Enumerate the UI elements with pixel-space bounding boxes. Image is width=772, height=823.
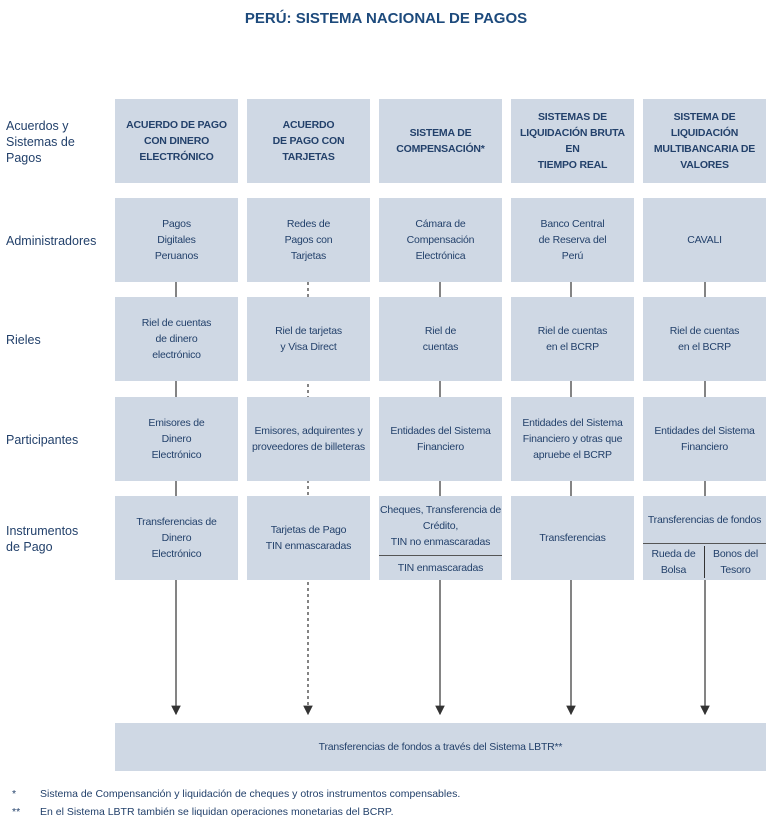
participantes-box: Emisores de Dinero Electrónico <box>115 397 238 481</box>
row-label-participantes: Participantes <box>6 433 79 447</box>
instrumentos-box: Transferencias <box>511 496 634 580</box>
footnote-1: * Sistema de Compensanción y liquidación … <box>12 788 460 800</box>
instrumentos-top: Transferencias de fondos <box>643 496 766 544</box>
header-valores: SISTEMA DE LIQUIDACIÓN MULTIBANCARIA DE … <box>643 99 766 183</box>
admin-box: CAVALI <box>643 198 766 282</box>
instrumentos-bottom: TIN enmascaradas <box>397 562 484 574</box>
footnote-2: ** En el Sistema LBTR también se liquidan… <box>12 806 394 818</box>
riel-box: Riel de cuentas en el BCRP <box>643 297 766 381</box>
header-tarjetas: ACUERDO DE PAGO CON TARJETAS <box>247 99 370 183</box>
instrumentos-right: Bonos del Tesoro <box>713 548 758 576</box>
participantes-box: Entidades del Sistema Financiero y otras… <box>511 397 634 481</box>
footnote-text: Sistema de Compensanción y liquidación d… <box>40 788 461 800</box>
instrumentos-box: Tarjetas de Pago TIN enmascaradas <box>247 496 370 580</box>
instrumentos-box: Cheques, Transferencia de Crédito, TIN n… <box>379 496 502 580</box>
participantes-box: Entidades del Sistema Financiero <box>643 397 766 481</box>
riel-box: Riel de cuentas en el BCRP <box>511 297 634 381</box>
riel-box: Riel de tarjetas y Visa Direct <box>247 297 370 381</box>
row-label-rieles: Rieles <box>6 333 41 347</box>
footnote-mark: ** <box>12 806 21 818</box>
admin-box: Cámara de Compensación Electrónica <box>379 198 502 282</box>
instrumentos-split: Rueda de Bolsa Bonos del Tesoro <box>643 544 766 580</box>
riel-box: Riel de cuentas de dinero electrónico <box>115 297 238 381</box>
admin-box: Banco Central de Reserva del Perú <box>511 198 634 282</box>
instrumentos-box: Transferencias de Dinero Electrónico <box>115 496 238 580</box>
participantes-box: Emisores, adquirentes y proveedores de b… <box>247 397 370 481</box>
instrumentos-box: Transferencias de fondos Rueda de Bolsa … <box>643 496 766 580</box>
header-dinero-electronico: ACUERDO DE PAGO CON DINERO ELECTRÓNICO <box>115 99 238 183</box>
riel-box: Riel de cuentas <box>379 297 502 381</box>
row-label-administradores: Administradores <box>6 234 97 248</box>
instrumentos-left: Rueda de Bolsa <box>643 546 705 578</box>
footnote-text: En el Sistema LBTR también se liquidan o… <box>40 806 394 818</box>
participantes-box: Entidades del Sistema Financiero <box>379 397 502 481</box>
row-label-text: Acuerdos y Sistemas de Pagos <box>6 119 75 165</box>
lbtr-bottom-box: Transferencias de fondos a través del Si… <box>115 723 766 771</box>
header-compensacion: SISTEMA DE COMPENSACIÓN* <box>379 99 502 183</box>
page-title: PERÚ: SISTEMA NACIONAL DE PAGOS <box>244 10 528 27</box>
instrumentos-top: Cheques, Transferencia de Crédito, TIN n… <box>379 496 502 556</box>
header-lbtr: SISTEMAS DE LIQUIDACIÓN BRUTA EN TIEMPO … <box>511 99 634 183</box>
row-label-instrumentos: Instrumentos de Pago <box>6 524 79 554</box>
admin-box: Pagos Digitales Peruanos <box>115 198 238 282</box>
row-label-acuerdos: Acuerdos y Sistemas de Pagos <box>6 118 75 166</box>
admin-box: Redes de Pagos con Tarjetas <box>247 198 370 282</box>
footnote-mark: * <box>12 788 17 800</box>
